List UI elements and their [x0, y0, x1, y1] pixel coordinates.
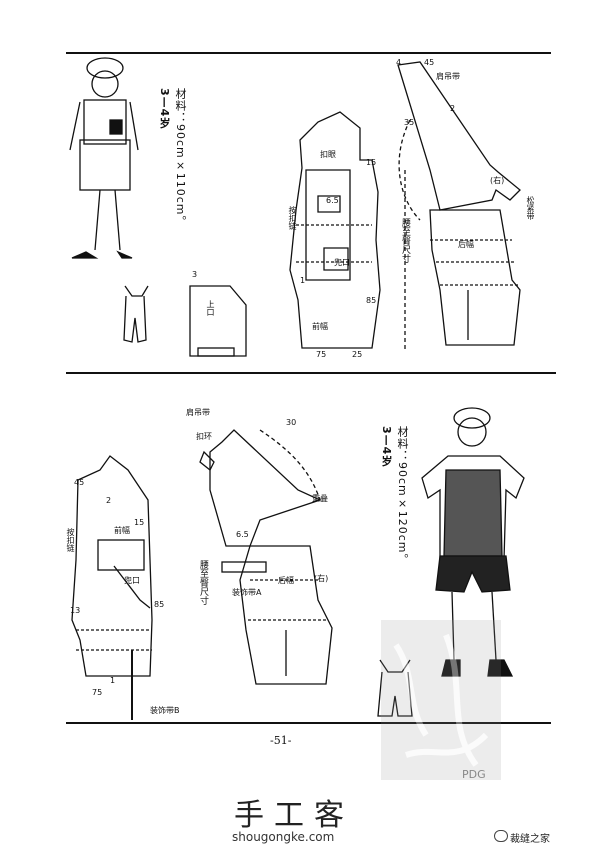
bottom-label-right: (右): [314, 574, 329, 583]
top-label-35: 35: [404, 118, 415, 127]
top-child-figure: [69, 57, 139, 259]
top-label-2: 2: [450, 104, 456, 113]
top-label-75: 75: [316, 350, 327, 359]
bottom-label-snap-chain: 按扣链: [66, 528, 75, 552]
bottom-label-13: 13: [70, 606, 81, 615]
bottom-label-overlap: 重叠: [312, 494, 328, 503]
bottom-label-30: 30: [286, 418, 297, 427]
page-number: -51-: [270, 734, 292, 747]
wechat-account-name: 裁缝之家: [510, 834, 550, 845]
bottom-label-waist-hip: 腰至臀尺寸: [198, 560, 208, 605]
top-label-45: 45: [424, 58, 435, 67]
bottom-label-85: 85: [154, 600, 165, 609]
top-label-3: 3: [192, 270, 198, 279]
top-label-waist-hip: 腰至臀尺寸: [400, 218, 410, 263]
middle-rule: [66, 372, 556, 374]
top-rule: [66, 52, 551, 54]
top-label-top-edge: 上口: [206, 300, 215, 316]
top-material-label: 材料：90cm×110cm。: [174, 88, 187, 228]
bottom-label-15: 15: [134, 518, 145, 527]
bottom-label-shoulder-strap: 肩吊带: [186, 408, 210, 417]
top-label-4: 4: [396, 58, 402, 67]
seal-watermark: [381, 620, 501, 780]
top-label-right: (右): [490, 176, 505, 185]
top-label-snap-chain: 按扣链: [288, 206, 297, 230]
top-label-15: 15: [366, 158, 377, 167]
bottom-label-6-5: 6.5: [236, 530, 249, 539]
bottom-label-front-panel: 前幅: [114, 526, 130, 535]
top-label-elastic: 松紧带: [526, 196, 535, 220]
top-label-85: 85: [366, 296, 377, 305]
top-label-1: 1: [300, 276, 306, 285]
bottom-label-deco-strap-b: 装饰带B: [150, 706, 180, 715]
top-label-back-panel: 后幅: [458, 240, 474, 249]
watermark-url: shougongke.com: [232, 830, 335, 844]
bottom-label-45: 45: [74, 478, 85, 487]
bottom-label-1: 1: [110, 676, 116, 685]
bottom-label-pocket-opening: 兜口: [124, 576, 140, 585]
bottom-label-deco-strap-a: 装饰带A: [232, 588, 262, 597]
bottom-label-buckle: 扣环: [196, 432, 212, 441]
top-label-6-5: 6.5: [326, 196, 339, 205]
bottom-child-figure: [421, 407, 525, 677]
top-age-label: 3—4岁: [158, 88, 171, 130]
bottom-label-back-panel: 后幅: [278, 576, 294, 585]
bottom-rule: [66, 722, 551, 724]
top-label-25: 25: [352, 350, 363, 359]
top-label-front-panel: 前幅: [312, 322, 328, 331]
bottom-age-label: 3—4岁: [380, 426, 393, 468]
bottom-material-label: 材料：90cm×120cm。: [396, 426, 409, 566]
top-label-shoulder-strap: 肩吊带: [436, 72, 460, 81]
top-label-pocket-opening: 兜口: [334, 258, 350, 267]
bottom-label-2: 2: [106, 496, 112, 505]
pdg-mark: PDG: [462, 768, 486, 781]
wechat-icon: [494, 830, 508, 842]
watermark-brand: 手工客: [234, 798, 354, 833]
bottom-label-75: 75: [92, 688, 103, 697]
top-label-buttonhole: 扣眼: [320, 150, 336, 159]
